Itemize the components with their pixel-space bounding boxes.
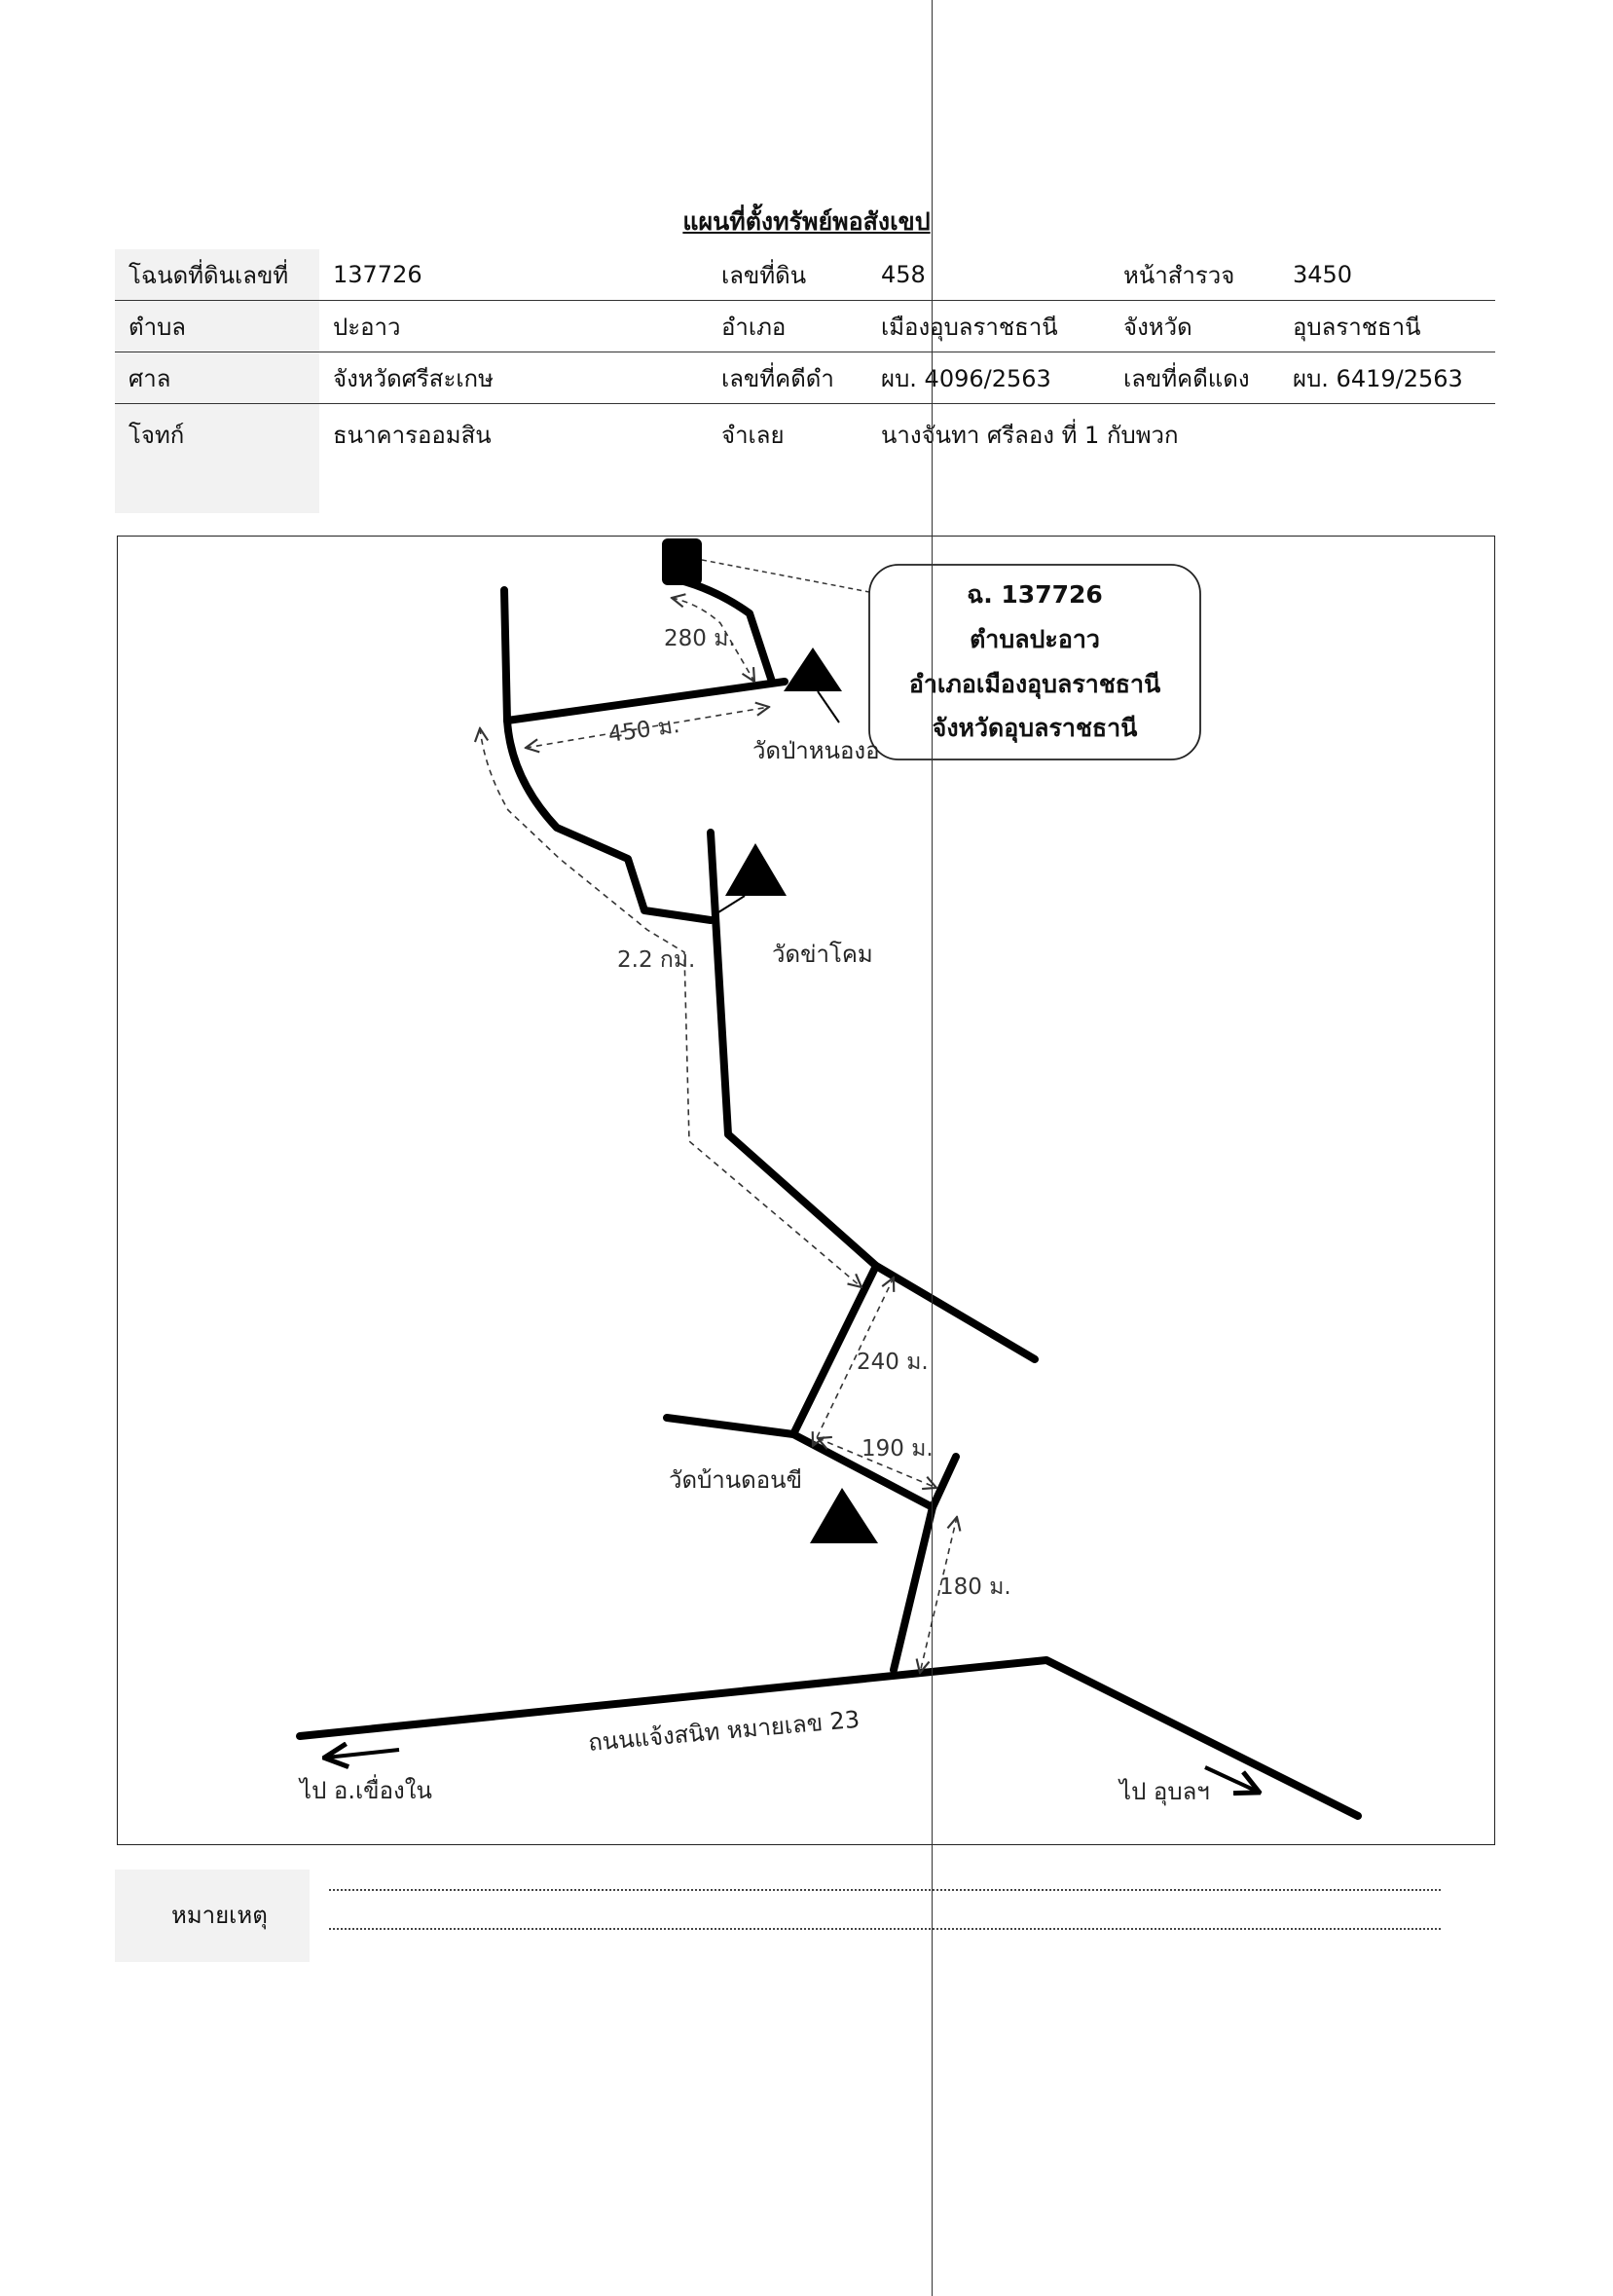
land-no-label: เลขที่ดิน: [708, 249, 867, 301]
defendant-label: จำเลย: [721, 422, 785, 449]
plaintiff-value: ธนาคารออมสิน: [333, 422, 492, 449]
province-label: จังหวัด: [1110, 300, 1279, 352]
callout-leader: [701, 559, 870, 593]
arrow-left-icon: [326, 1750, 400, 1758]
property-info-table: โฉนดที่ดินเลขที่ 137726 เลขที่ดิน 458 หน…: [115, 249, 1495, 513]
red-case-label: เลขที่คดีแดง: [1110, 352, 1279, 404]
label-to-ubon: ไป อุบลฯ: [1118, 1778, 1210, 1806]
temple-kham-pointer: [717, 895, 746, 913]
distance-450: 450 ม.: [606, 713, 681, 748]
district-value: เมืองอุบลราชธานี: [867, 300, 1110, 352]
red-case-value: ผบ. 6419/2563: [1279, 352, 1495, 404]
callout-line-4: จังหวัดอุบลราชธานี: [933, 714, 1138, 744]
province-value: อุบลราชธานี: [1279, 300, 1495, 352]
temple-nong-pointer: [817, 690, 840, 723]
road-cross-b: [663, 1414, 936, 1511]
deed-label: โฉนดที่ดินเลขที่: [115, 249, 319, 301]
property-marker: [662, 538, 702, 585]
subdistrict-label: ตำบล: [115, 300, 319, 352]
callout-line-2: ตำบลปะอาว: [970, 625, 1100, 653]
distance-180: 180 ม.: [939, 1574, 1011, 1600]
land-no-value: 458: [867, 249, 1110, 301]
distance-240: 240 ม.: [857, 1350, 929, 1375]
black-case-value: ผบ. 4096/2563: [867, 352, 1110, 404]
callout-line-3: อำเภอเมืองอุบลราชธานี: [909, 670, 1160, 700]
temple-donchi-icon: [810, 1488, 878, 1543]
arrow-right-icon: [1204, 1765, 1258, 1792]
district-label: อำเภอ: [708, 300, 867, 352]
label-temple-kham: วัดข่าโคม: [772, 941, 873, 968]
road-cross-c: [890, 1453, 960, 1674]
note-line-2: [329, 1928, 1441, 1930]
route-arrows: [480, 598, 957, 1673]
distance-280: 280 ม.: [664, 626, 736, 651]
scan-fold-line: [932, 0, 933, 2296]
label-to-khueang-nai: ไป อ.เขื่องใน: [298, 1774, 432, 1804]
court-value: จังหวัดศรีสะเกษ: [319, 352, 708, 404]
road-top-north: [500, 586, 511, 724]
distance-2200: 2.2 กม.: [617, 947, 695, 973]
plaintiff-label: โจทก์: [115, 403, 319, 513]
location-map-frame: [117, 536, 1495, 1845]
deed-value: 137726: [319, 249, 708, 301]
black-case-label: เลขที่คดีดำ: [708, 352, 867, 404]
roads: [296, 575, 1362, 1820]
note-label: หมายเหตุ: [115, 1870, 310, 1962]
court-label: ศาล: [115, 352, 319, 404]
callout-line-1: ฉ. 137726: [967, 580, 1103, 609]
note-line-1: [329, 1889, 1441, 1891]
label-temple-donchi: วัดบ้านดอนขี: [669, 1466, 802, 1494]
label-road-23: ถนนแจ้งสนิท หมายเลข 23: [587, 1706, 861, 1757]
temple-kham-icon: [725, 843, 787, 896]
temple-nong-icon: [784, 648, 842, 691]
distance-190: 190 ม.: [861, 1436, 934, 1462]
callout-box: [868, 564, 1201, 760]
road-highway-23: [296, 1656, 1362, 1820]
road-top-east: [503, 678, 788, 724]
page-title: แผนที่ตั้งทรัพย์พอสังเขป: [682, 207, 931, 236]
subdistrict-value: ปะอาว: [319, 300, 708, 352]
label-temple-nong: วัดป่าหนองอ: [752, 737, 880, 764]
road-winding: [503, 717, 715, 924]
survey-page-value: 3450: [1279, 249, 1495, 301]
survey-page-label: หน้าสำรวจ: [1110, 249, 1279, 301]
defendant-value: นางจันทา ศรีลอง ที่ 1 กับพวก: [881, 422, 1179, 449]
